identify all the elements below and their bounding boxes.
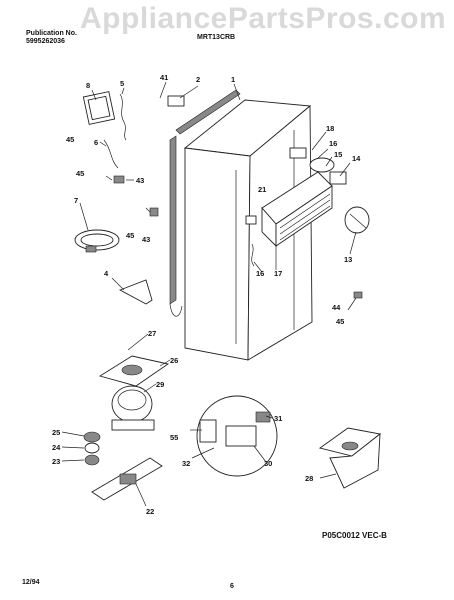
callout-30: 30 — [264, 459, 272, 468]
callout-45b: 45 — [76, 169, 84, 178]
callout-5: 5 — [120, 79, 124, 88]
drawing-code: P05C0012 VEC-B — [322, 531, 387, 540]
callout-45d: 45 — [336, 317, 344, 326]
callout-1: 1 — [231, 75, 235, 84]
callout-45c: 45 — [126, 231, 134, 240]
callout-27: 27 — [148, 329, 156, 338]
callout-23: 23 — [52, 457, 60, 466]
compressor-tray — [98, 355, 170, 387]
callout-55: 55 — [170, 433, 178, 442]
small-parts-upper-left — [74, 91, 185, 305]
callout-43a: 43 — [136, 176, 144, 185]
callout-16b: 16 — [256, 269, 264, 278]
callout-21: 21 — [258, 185, 266, 194]
callout-28: 28 — [305, 474, 313, 483]
callout-43b: 43 — [142, 235, 150, 244]
callout-8: 8 — [86, 81, 90, 90]
callout-44: 44 — [332, 303, 341, 312]
callout-32: 32 — [182, 459, 190, 468]
callout-13: 13 — [344, 255, 352, 264]
callout-45a: 45 — [66, 135, 74, 144]
grommets — [83, 431, 101, 466]
compressor — [111, 385, 155, 431]
callout-14: 14 — [352, 154, 361, 163]
condenser — [261, 171, 333, 248]
callout-41: 41 — [160, 73, 168, 82]
callout-17: 17 — [274, 269, 282, 278]
callout-25: 25 — [52, 428, 60, 437]
callout-7: 7 — [74, 196, 78, 205]
callout-4: 4 — [104, 269, 109, 278]
callout-6: 6 — [94, 138, 98, 147]
misc-small-parts — [245, 147, 363, 299]
relay-detail — [196, 395, 278, 477]
callout-31: 31 — [274, 414, 282, 423]
callout-29: 29 — [156, 380, 164, 389]
page-number: 6 — [230, 583, 234, 590]
callout-22: 22 — [146, 507, 154, 516]
callout-26: 26 — [170, 356, 178, 365]
publication-number: 5995262036 — [26, 38, 65, 45]
mounting-bracket — [91, 457, 163, 501]
callout-15: 15 — [334, 150, 342, 159]
leader-lines — [61, 81, 357, 507]
watermark: AppliancePartsPros.com — [80, 2, 447, 35]
model-number: MRT13CRB — [197, 34, 236, 41]
callout-16a: 16 — [329, 139, 337, 148]
footer-date: 12/94 — [22, 579, 40, 586]
callout-2: 2 — [196, 75, 200, 84]
publication-label: Publication No. — [26, 30, 77, 37]
callout-18: 18 — [326, 124, 334, 133]
condenser-fan-bracket — [309, 157, 370, 234]
callout-24: 24 — [52, 443, 61, 452]
insulation-strip — [169, 89, 241, 317]
drain-pan — [318, 427, 382, 489]
callout-labels: 1 2 4 6 7 8 13 14 15 18 16 16 17 21 22 2… — [52, 73, 361, 516]
